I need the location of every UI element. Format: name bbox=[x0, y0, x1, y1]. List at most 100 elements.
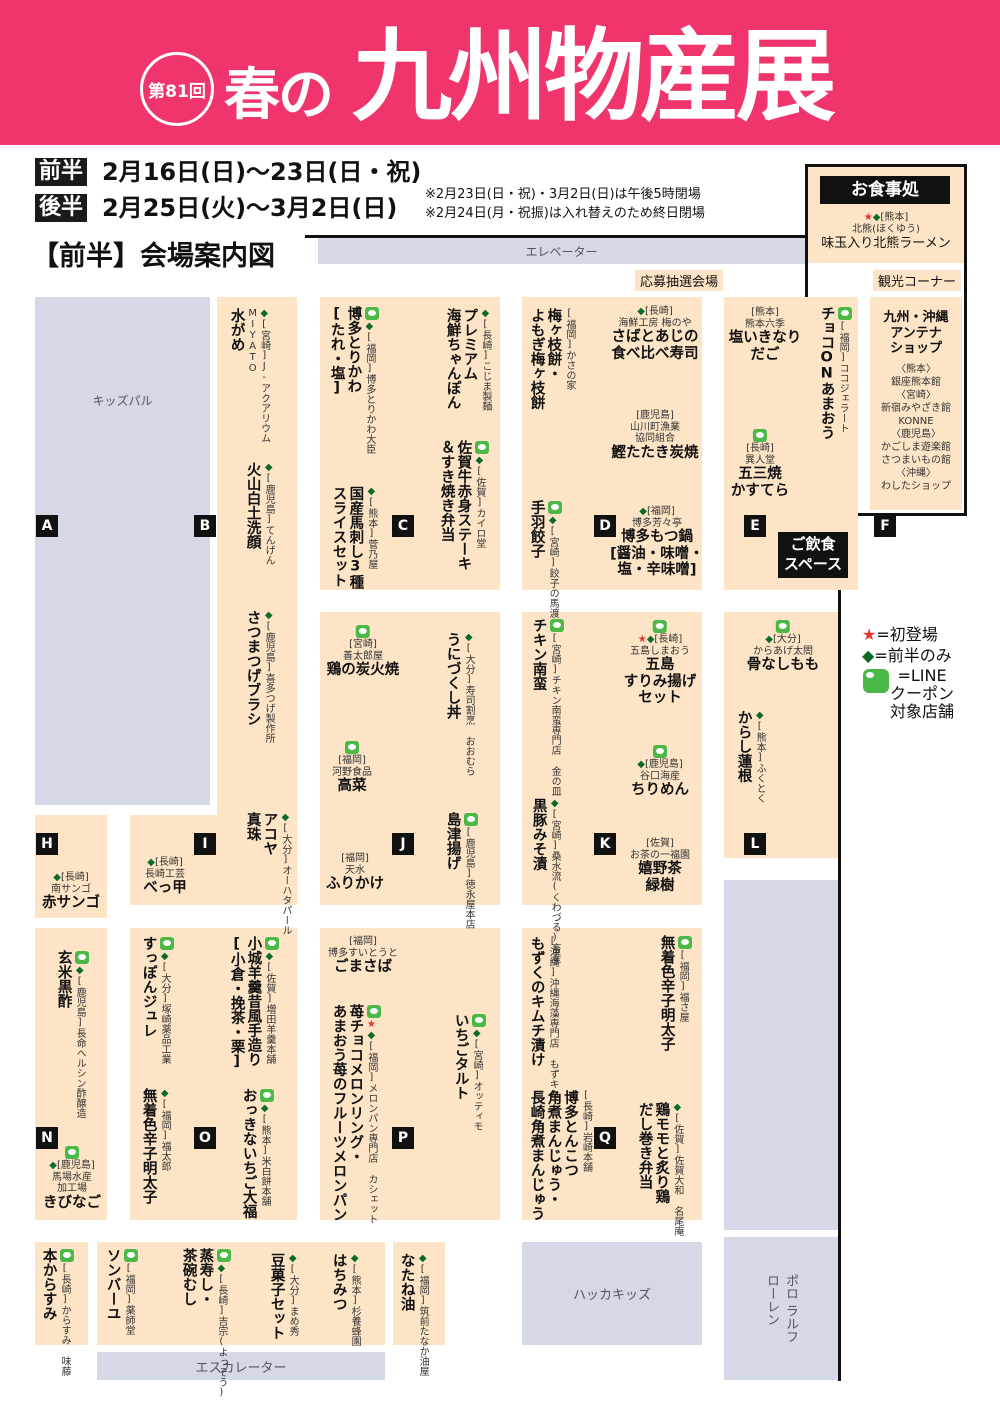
shop-j1[interactable]: [宮崎]善太郎屋鶏の炭火焼 bbox=[327, 624, 399, 679]
shop-o3[interactable]: ◆[福岡]福太郎無着色辛子明太子 bbox=[140, 1088, 171, 1204]
shop-j2[interactable]: ◆[大分]寿司割烹 おおむらうにづくし丼 bbox=[444, 632, 475, 776]
shop-q2[interactable]: [福岡]福さ屋無着色辛子明太子 bbox=[658, 935, 693, 1051]
shop-s4[interactable]: ◆[大分]まめ秀豆菓子セット bbox=[268, 1253, 299, 1340]
shop-p1[interactable]: [福岡]博多すいとうとごまさば bbox=[328, 936, 398, 976]
shop-name: 山川町漁業 協同組合 bbox=[630, 421, 680, 445]
shop-product: 味玉入り北熊ラーメン bbox=[821, 236, 951, 251]
shop-info: ◆[熊本]米白餅本舗 bbox=[259, 1088, 276, 1219]
shop-s3[interactable]: ◆[長崎]吉宗(よっそう)蒸寿し・ 茶碗むし bbox=[180, 1248, 232, 1398]
shop-prefecture: [熊本] bbox=[365, 497, 377, 539]
shop-name: 杉養蜂園 bbox=[349, 1306, 361, 1346]
shop-d3[interactable]: [鹿児島]山川町漁業 協同組合鰹たたき炭焼 bbox=[612, 410, 699, 461]
first-half-only-diamond-icon: ◆ bbox=[463, 632, 475, 643]
shop-h1[interactable]: ◆[長崎]南サンゴ赤サンゴ bbox=[42, 872, 100, 912]
shop-b4[interactable]: ◆[大分]オーハタパールアコヤ 真珠 bbox=[244, 812, 291, 935]
shop-prefecture: [福岡] bbox=[563, 308, 575, 350]
shop-c3[interactable]: ◆[佐賀]カイロ堂佐賀牛赤身ステーキ ＆すき焼き弁当 bbox=[438, 440, 490, 571]
shop-prefecture: [福岡] bbox=[365, 1041, 377, 1083]
first-half-only-diamond-icon: ◆ bbox=[279, 812, 291, 823]
zone-label-C: C bbox=[392, 515, 414, 537]
shop-product: 嬉野茶 緑樹 bbox=[638, 861, 682, 894]
shop-c2[interactable]: ◆[福岡]博多とりかわ大臣博多とりかわ [たれ・塩] bbox=[328, 306, 380, 454]
shop-e3[interactable]: [長崎]異人堂五三焼 かすてら bbox=[731, 428, 789, 499]
shop-s2[interactable]: [福岡]薬師堂ソンバーユ bbox=[104, 1248, 139, 1335]
shop-b2[interactable]: ◆[鹿児島]てんげん火山白土洗顔 bbox=[244, 462, 275, 565]
shop-name: 五島しまおう bbox=[630, 645, 690, 657]
zone-label-A: A bbox=[36, 515, 58, 537]
shop-prefecture: [福岡] bbox=[338, 755, 366, 766]
shop-b3[interactable]: ◆[鹿児島]喜多つげ製作所さつまつげブラシ bbox=[244, 610, 275, 743]
first-half-only-diamond-icon: ◆ bbox=[259, 1103, 271, 1114]
shop-o2[interactable]: ◆[佐賀]増田羊羹本舗小城羊羹昔風手造り [小倉・挽茶・栗] bbox=[228, 936, 280, 1070]
zone-label-N: N bbox=[36, 1127, 58, 1149]
zone-label-I: I bbox=[194, 833, 216, 855]
shop-k2[interactable]: ★◆[長崎]五島しまおう五島 すりみ揚げ セット bbox=[624, 619, 696, 707]
shop-name: 塚崎薬品工業 bbox=[159, 1004, 171, 1064]
line-icon bbox=[863, 668, 889, 693]
shop-j5[interactable]: [鹿児島]徳永屋本店島津揚げ bbox=[444, 812, 479, 929]
shop-s5[interactable]: ◆[熊本]杉養蜂園はちみつ bbox=[330, 1253, 361, 1346]
shop-k3[interactable]: ◆[鹿児島]谷口海産ちりめん bbox=[631, 744, 689, 799]
shop-d5[interactable]: ◆[福岡]博多芳々亭博多もつ鍋 [醤油・味噌・ 塩・辛味噌] bbox=[610, 506, 704, 579]
shop-prefecture: [大分] bbox=[159, 962, 171, 1004]
shop-k4[interactable]: ◆[宮崎]桑水流(くわづる)畜産黒豚みそ漬 bbox=[530, 798, 561, 963]
line-coupon-icon bbox=[364, 307, 379, 320]
shop-product: 塩いきなり だご bbox=[728, 330, 802, 363]
shop-p2[interactable]: ★◆[福岡]メロンパン専門店 カシェット苺チョコメロンリング・ あまおう苺のフル… bbox=[330, 1004, 382, 1224]
shop-k5[interactable]: [佐賀]お茶の一福園嬉野茶 緑樹 bbox=[630, 838, 690, 894]
shop-o4[interactable]: ◆[熊本]米白餅本舗おっきないちご大福 bbox=[240, 1088, 275, 1219]
wall-line bbox=[305, 235, 807, 238]
shop-product: ふりかけ bbox=[326, 876, 384, 892]
zone-label-H: H bbox=[36, 833, 58, 855]
shop-p3[interactable]: ◆[宮崎]オッティモいちごタルト bbox=[452, 1013, 487, 1131]
first-half-only-diamond-icon: ◆ bbox=[263, 951, 275, 962]
shop-j4[interactable]: [福岡]天水ふりかけ bbox=[326, 853, 384, 893]
line-coupon-icon bbox=[160, 937, 175, 950]
line-coupon-icon bbox=[653, 745, 667, 758]
line-coupon-icon bbox=[550, 619, 565, 632]
shop-k1[interactable]: [宮崎]チキン南蛮専門店 金の皿チキン南蛮 bbox=[530, 618, 565, 796]
first-half-only-diamond-icon: ◆ bbox=[215, 1263, 227, 1274]
first-half-only-diamond-icon: ◆ bbox=[754, 710, 766, 721]
shop-name: オーハタパール bbox=[279, 865, 291, 935]
shop-meta: ◆[長崎] bbox=[42, 872, 100, 884]
shop-c4[interactable]: ◆[熊本]菅乃屋国産馬刺し3種 スライスセット bbox=[330, 486, 377, 589]
shop-name: 長崎工芸 bbox=[145, 868, 185, 880]
shop-s1[interactable]: [長崎]からすみ 味藤本からすみ bbox=[40, 1248, 75, 1376]
line-coupon-icon bbox=[753, 429, 767, 442]
shop-q1[interactable]: [沖縄]沖縄海藻専門店 もずキムもずくのキムチ漬け bbox=[528, 936, 559, 1099]
shop-l1[interactable]: ◆[大分]からあげ太閤骨なしもも bbox=[747, 619, 820, 674]
shop-info: [長崎]岩崎本舗 bbox=[580, 1090, 592, 1221]
antenna-pref: 〈沖縄〉 bbox=[896, 467, 936, 479]
zone-label-B: B bbox=[194, 515, 216, 537]
shop-s6[interactable]: ◆[福岡]筑前たなか油屋なたね油 bbox=[398, 1253, 429, 1376]
shop-name: 菅乃屋 bbox=[365, 539, 377, 569]
shop-d1[interactable]: [福岡]かさの家梅ヶ枝餅・ よもぎ梅ヶ枝餅 bbox=[528, 308, 575, 410]
first-half-only-diamond-icon: ◆ bbox=[74, 965, 86, 976]
shop-info: ◆[大分]まめ秀 bbox=[287, 1253, 298, 1340]
shop-c1[interactable]: ◆[長崎]こじま製麺プレミアム 海鮮ちゃんぽん bbox=[444, 308, 491, 411]
shop-e2[interactable]: [福岡]ココジェラートチョコONあまおう bbox=[818, 306, 853, 440]
shop-q3[interactable]: [長崎]岩崎本舗博多とんこつ 角煮まんじゅう・ 長崎角煮まんじゅう bbox=[528, 1090, 592, 1221]
shop-info: [宮崎]チキン南蛮専門店 金の皿 bbox=[549, 618, 566, 796]
shop-n1[interactable]: ◆[鹿児島]長命ヘルシン酢醸造玄米黒酢 bbox=[55, 950, 90, 1118]
shop-meta: [長崎] bbox=[731, 443, 789, 455]
shop-n2[interactable]: ◆[鹿児島]馬場水産 加工場きびなご bbox=[43, 1145, 101, 1211]
shop-d2[interactable]: ◆[長崎]海鮮工房 梅のやさばとあじの 食べ比べ寿司 bbox=[612, 306, 699, 362]
hakka-kids-area: ハッカキッズ bbox=[522, 1242, 702, 1345]
shop-j3[interactable]: [福岡]河野食品高菜 bbox=[332, 740, 372, 795]
shop-d4[interactable]: ◆[宮崎]餃子の馬渡手羽餃子 bbox=[528, 500, 563, 618]
shop-e1[interactable]: [熊本]熊本六季塩いきなり だご bbox=[729, 307, 802, 363]
shop-name: オッティモ bbox=[471, 1081, 483, 1131]
first-half-only-diamond-icon: ◆ bbox=[671, 1102, 683, 1113]
shop-l2[interactable]: ◆[熊本]ふくとくからし蓮根 bbox=[735, 710, 766, 803]
first-half-only-diamond-icon: ◆ bbox=[49, 1160, 57, 1171]
shop-icons bbox=[747, 619, 820, 634]
shop-q4[interactable]: ◆[佐賀]佐賀大和 名尾庵鶏モモと炙り鶏 だし巻き弁当 bbox=[636, 1102, 683, 1236]
shop-i1[interactable]: ◆[長崎]長崎工芸べっ甲 bbox=[143, 857, 187, 897]
first-half-only-diamond-icon: ◆ bbox=[765, 634, 773, 645]
block-bottom-2 bbox=[97, 1242, 385, 1345]
shop-o1[interactable]: ◆[大分]塚崎薬品工業すっぽんジュレ bbox=[140, 936, 175, 1064]
shop-prefecture: [鹿児島] bbox=[263, 473, 275, 525]
